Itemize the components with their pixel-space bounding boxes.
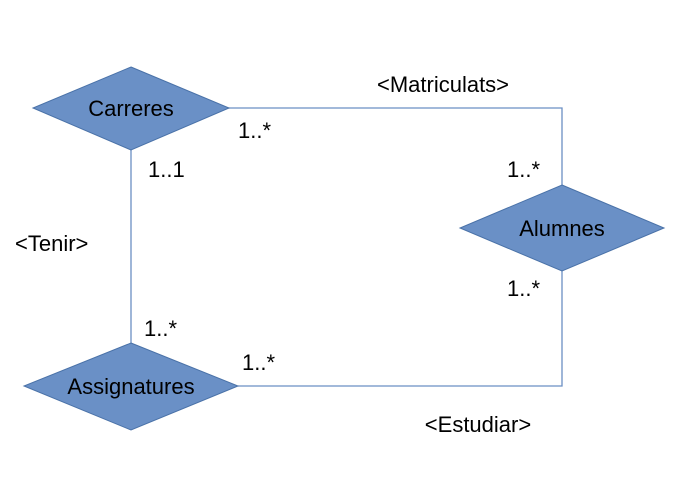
entity-assignatures-label: Assignatures [67, 374, 194, 399]
cardinality-carreres-tenir: 1..1 [148, 157, 185, 182]
estudiar-connector [238, 270, 563, 387]
entity-alumnes[interactable]: Alumnes [458, 184, 666, 272]
entity-carreres[interactable]: Carreres [31, 66, 231, 151]
entity-alumnes-label: Alumnes [519, 216, 605, 241]
entity-carreres-label: Carreres [88, 96, 174, 121]
entity-alumnes-shape [458, 184, 666, 272]
relation-estudiar-label: <Estudiar> [425, 412, 531, 437]
cardinality-assignatures-tenir: 1..* [144, 316, 177, 341]
entity-assignatures-shape [22, 342, 240, 431]
cardinality-carreres-matriculats: 1..* [238, 118, 271, 143]
cardinality-assignatures-estudiar: 1..* [242, 350, 275, 375]
cardinality-alumnes-estudiar: 1..* [507, 276, 540, 301]
matriculats-connector [228, 107, 563, 185]
relation-tenir-label: <Tenir> [15, 231, 88, 256]
entity-carreres-shape [31, 66, 231, 151]
relation-matriculats-label: <Matriculats> [377, 72, 509, 97]
entity-assignatures[interactable]: Assignatures [22, 342, 240, 431]
cardinality-alumnes-matriculats: 1..* [507, 157, 540, 182]
